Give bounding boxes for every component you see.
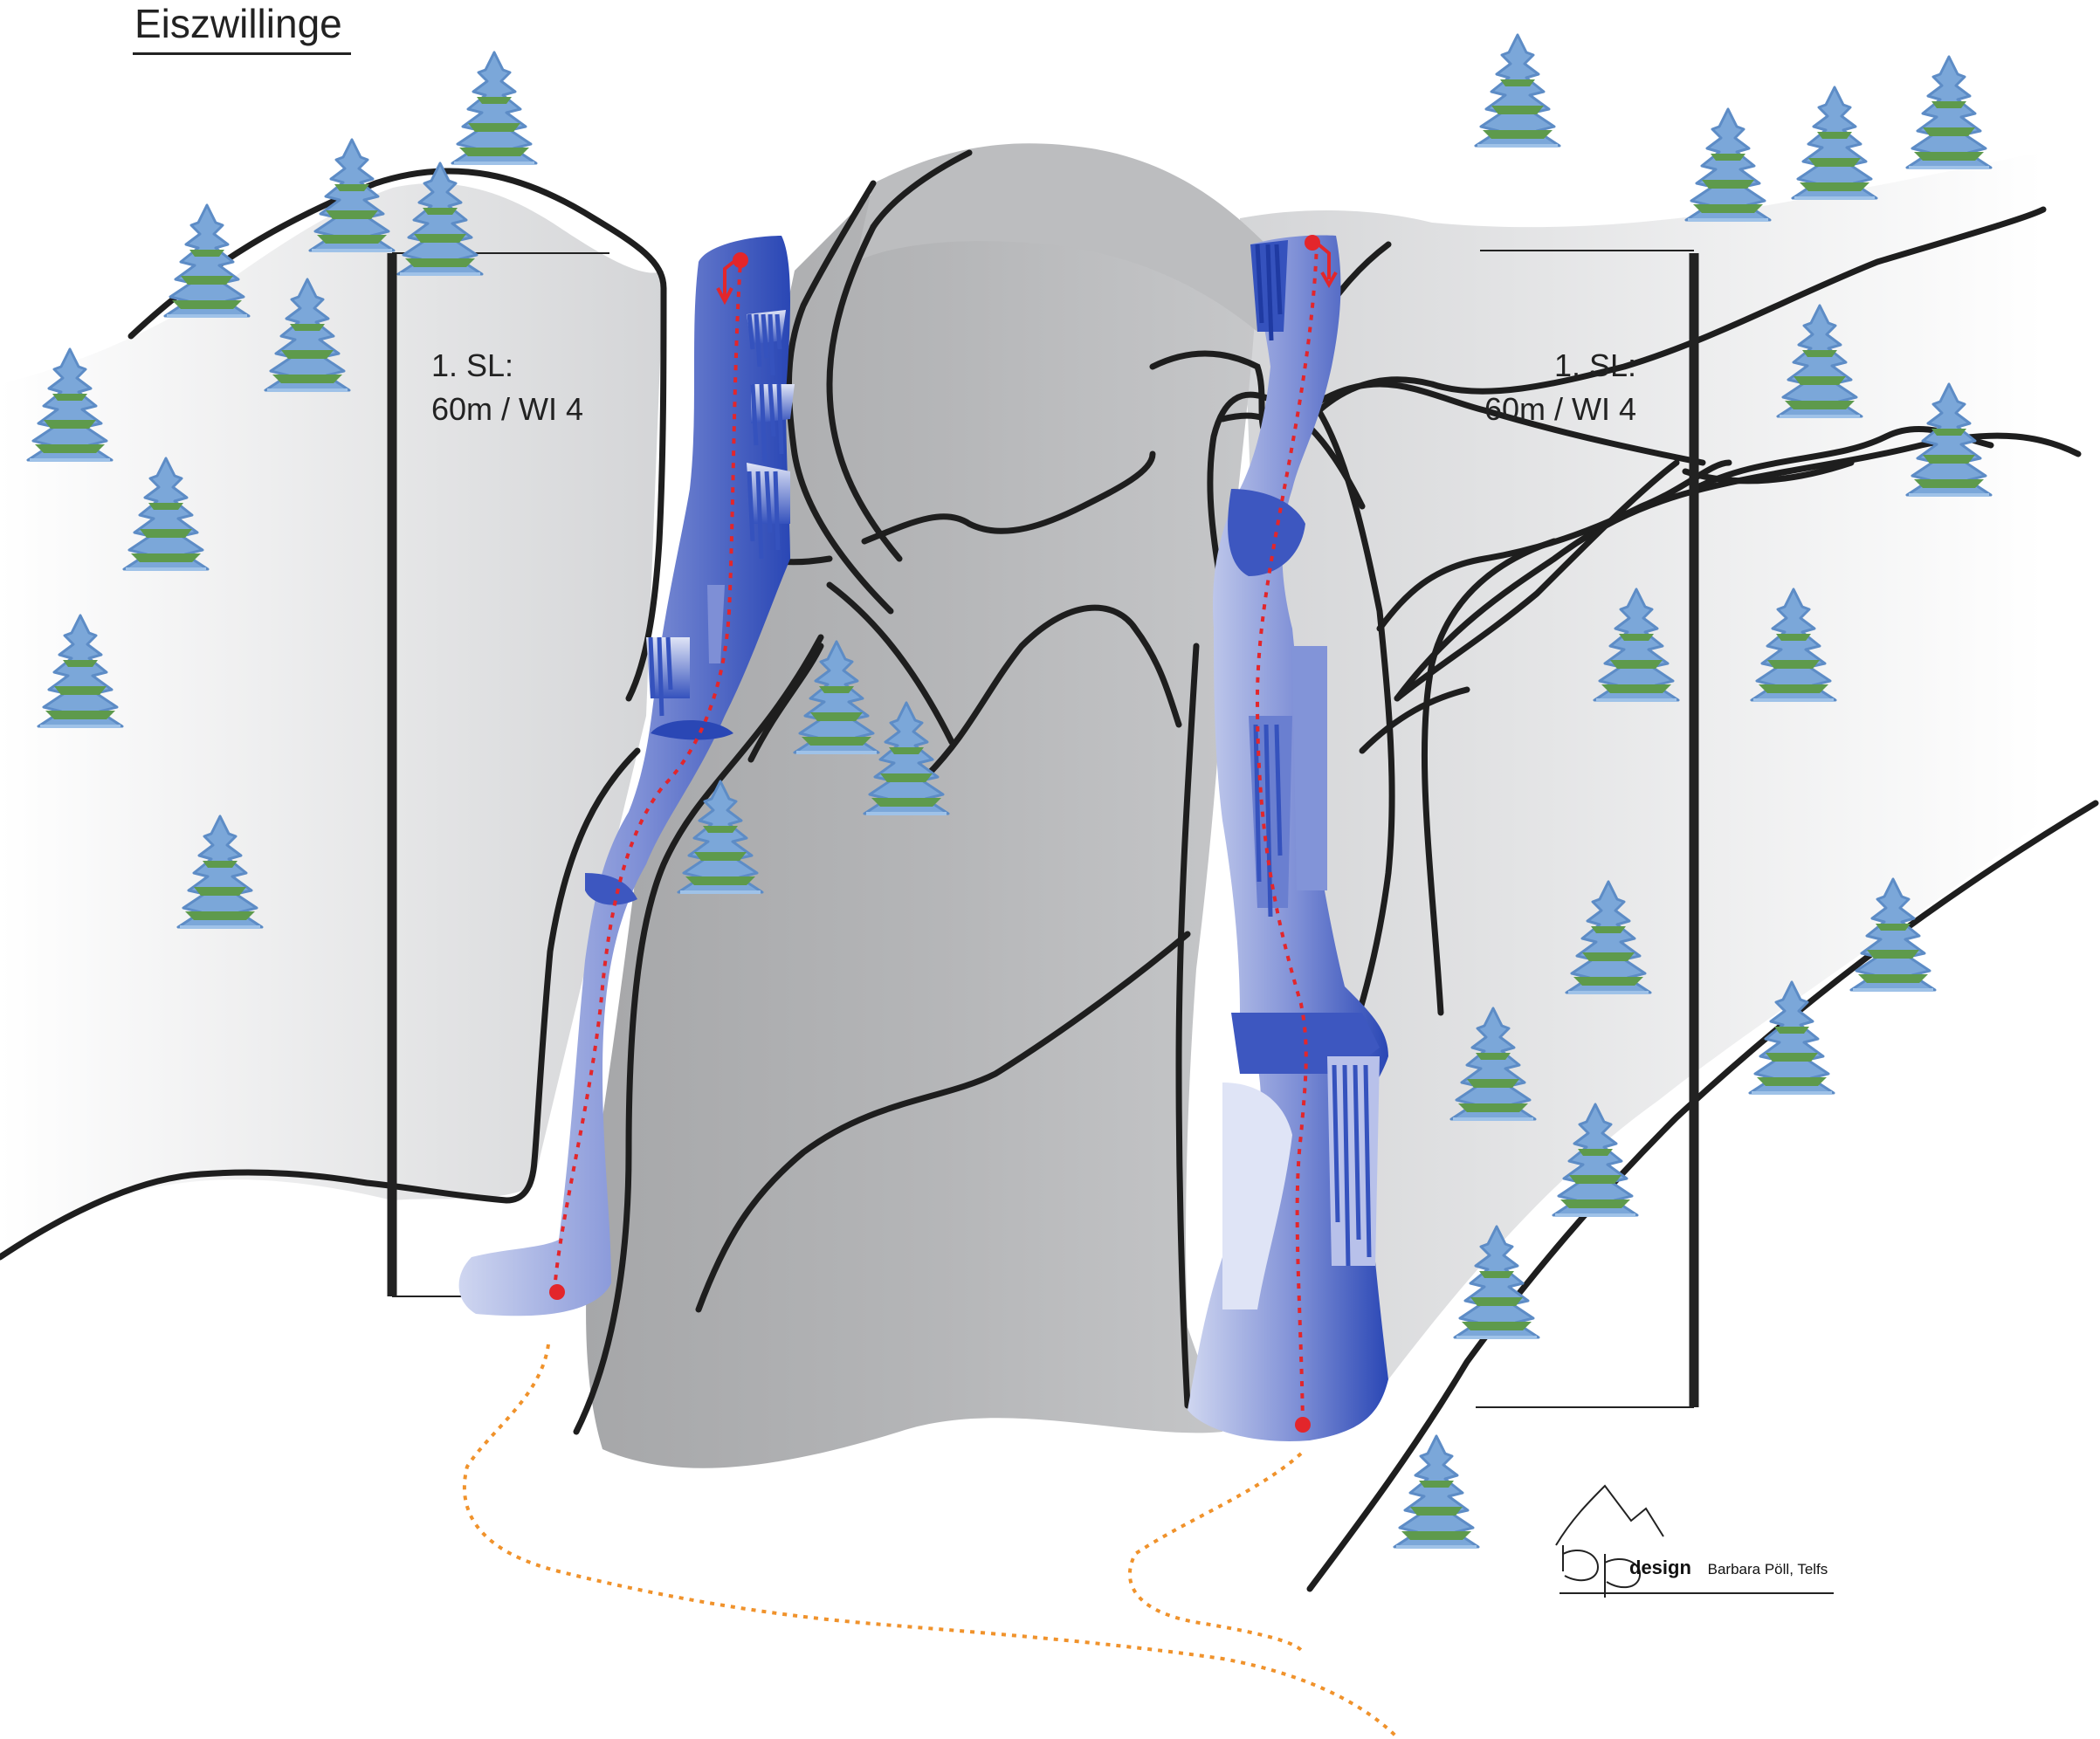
route-left-top <box>733 252 748 268</box>
tree-icon <box>1793 87 1876 198</box>
bp-design-logo-icon <box>1556 1486 1834 1598</box>
pitch-right-line1: 1. SL: <box>1484 344 1636 388</box>
logo-word: design <box>1629 1557 1691 1578</box>
route-left-start <box>549 1284 565 1300</box>
pitch-label-left: 1. SL: 60m / WI 4 <box>431 344 583 431</box>
tree-icon <box>1476 35 1560 146</box>
pitch-right-line2: 60m / WI 4 <box>1484 388 1636 431</box>
pitch-left-line2: 60m / WI 4 <box>431 388 583 431</box>
route-right-top <box>1305 235 1320 251</box>
tree-icon <box>452 52 536 163</box>
logo-credit-text: Barbara Pöll, Telfs <box>1708 1561 1828 1577</box>
tree-icon <box>1686 109 1770 220</box>
tree-icon <box>1907 57 1991 168</box>
logo-credit: design Barbara Pöll, Telfs <box>1167 1557 1828 1579</box>
pitch-left-line1: 1. SL: <box>431 344 583 388</box>
page-title: Eiszwillinge <box>133 0 351 55</box>
tree-icon <box>165 205 249 316</box>
pitch-label-right: 1. SL: 60m / WI 4 <box>1484 344 1636 431</box>
route-right-start <box>1295 1417 1311 1433</box>
